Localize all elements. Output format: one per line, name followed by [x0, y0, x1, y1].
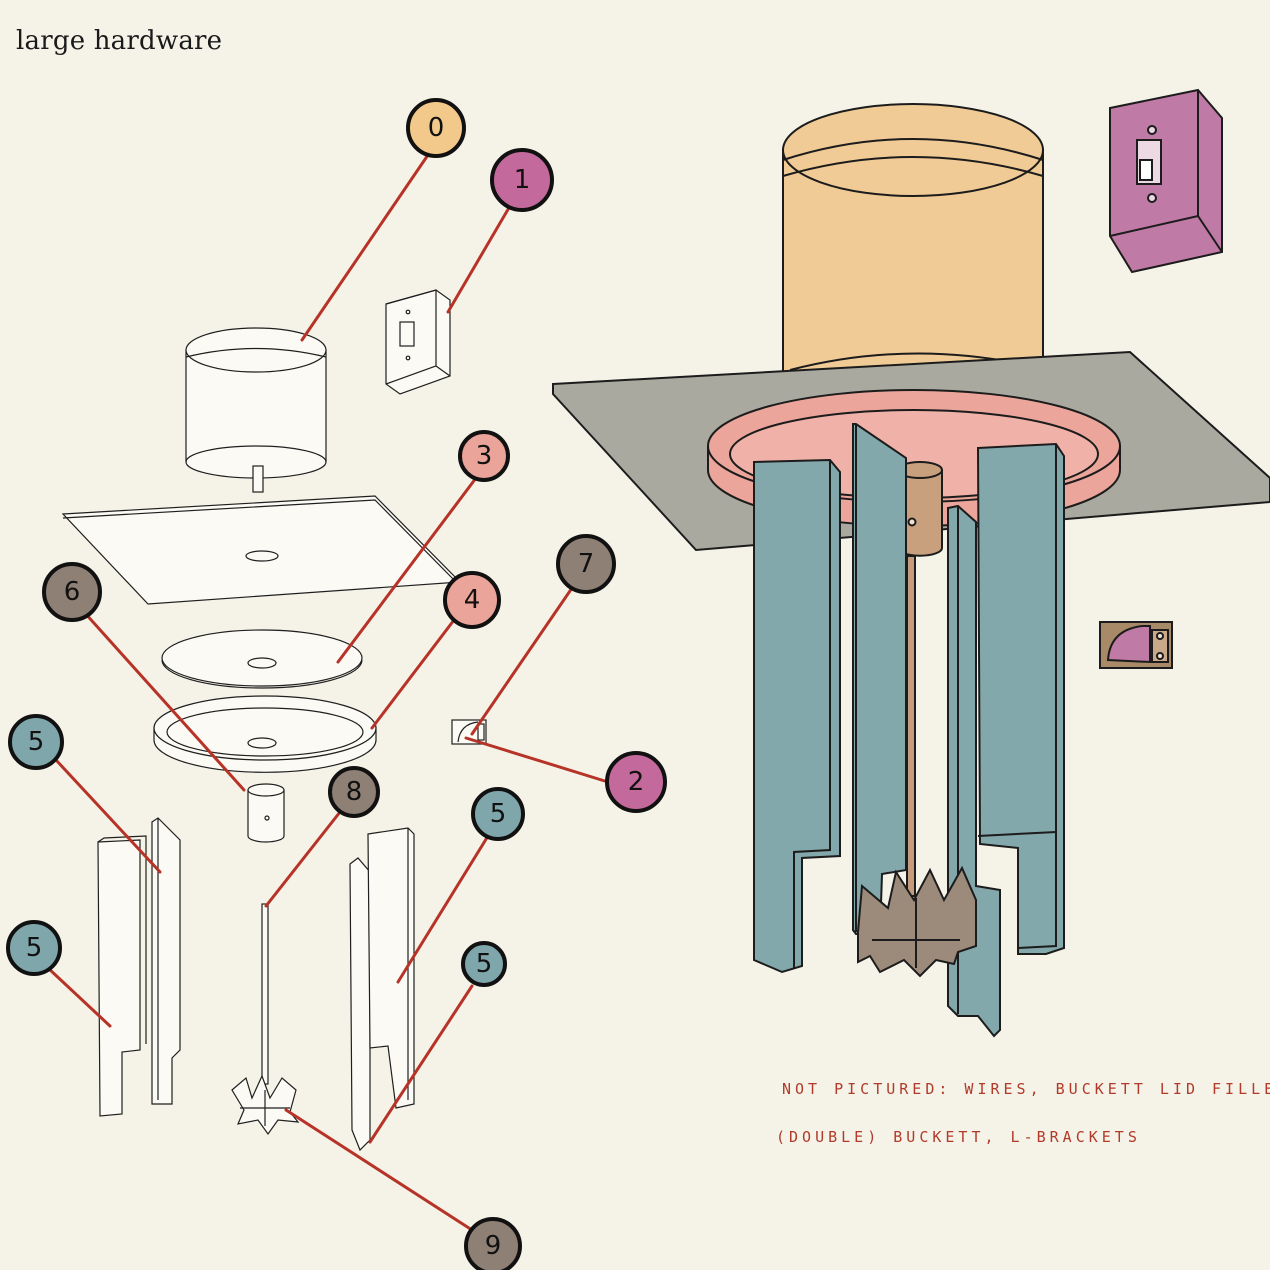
callout-bubble-0: 0: [406, 98, 466, 158]
part-panels-left-outline: [97, 817, 181, 1117]
assembled-bucket: [782, 103, 1044, 373]
note-not-pictured: NOT PICTURED: WIRES, BUCKETT LID FILLE: [782, 1080, 1270, 1098]
svg-text:4: 4: [464, 585, 481, 615]
svg-text:6: 6: [64, 577, 81, 607]
assembled-switch: [1109, 88, 1223, 274]
assembled-view: [552, 88, 1270, 1038]
svg-text:1: 1: [514, 165, 531, 195]
note-double-buckett: (DOUBLE) BUCKETT, L-BRACKETS: [776, 1128, 1141, 1146]
callout-bubble-6: 6: [42, 562, 102, 622]
svg-text:0: 0: [428, 113, 445, 143]
callout-bubble-5a: 5: [8, 714, 64, 770]
assembled-panel-front-left: [753, 458, 841, 974]
svg-text:8: 8: [346, 777, 363, 807]
svg-text:9: 9: [485, 1231, 502, 1261]
callout-bubble-3: 3: [458, 430, 510, 482]
page-title: large hardware: [16, 26, 223, 56]
svg-text:5: 5: [28, 727, 45, 757]
part-panels-right-outline: [349, 827, 415, 1152]
svg-text:5: 5: [26, 933, 43, 963]
part-disc-4-outline: [153, 695, 377, 773]
assembled-paddle: [857, 865, 977, 978]
part-bucket-outline: [185, 327, 327, 493]
callout-bubble-8: 8: [328, 766, 380, 818]
callout-bubble-9: 9: [464, 1217, 522, 1270]
assembled-shaft: [897, 461, 943, 897]
leader-lines: [46, 150, 610, 1232]
svg-text:5: 5: [476, 949, 493, 979]
svg-text:5: 5: [490, 799, 507, 829]
part-shaft-outline: [261, 903, 269, 1085]
assembled-panel-left-back: [852, 423, 907, 935]
callout-bubble-5d: 5: [461, 941, 507, 987]
callout-bubble-4: 4: [443, 571, 501, 629]
callout-bubble-2: 2: [605, 751, 667, 813]
part-disc-3-outline: [161, 629, 363, 689]
callout-bubble-5b: 5: [6, 920, 62, 976]
callout-bubble-5c: 5: [471, 787, 525, 841]
svg-text:2: 2: [628, 767, 645, 797]
part-switch-outline: [385, 289, 451, 395]
part-paddle-outline: [231, 1074, 300, 1136]
part-coupler-outline: [247, 783, 285, 843]
callout-bubble-7: 7: [556, 534, 616, 594]
part-plate-outline: [61, 495, 462, 605]
assembled-panel-front-right: [976, 442, 1065, 955]
callout-bubble-1: 1: [490, 148, 554, 212]
assembled-bracket: [1099, 621, 1173, 669]
svg-text:7: 7: [578, 549, 595, 579]
svg-text:3: 3: [476, 441, 493, 471]
exploded-view: [61, 289, 487, 1152]
